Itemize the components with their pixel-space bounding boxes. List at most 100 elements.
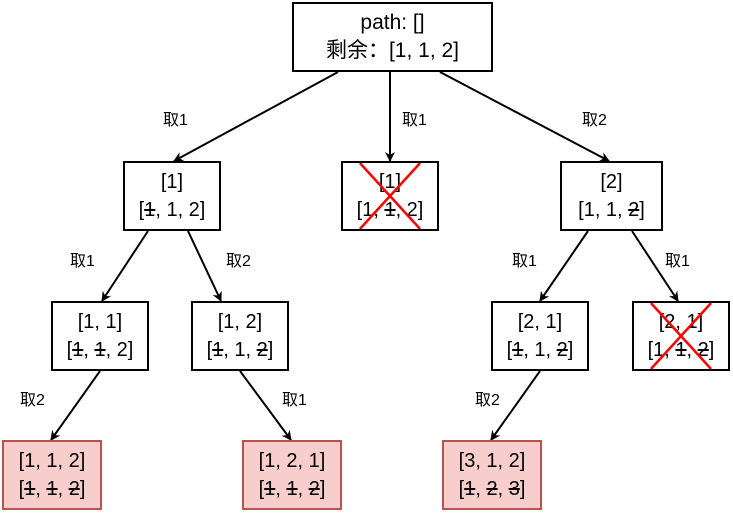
used-number: 2 [628, 199, 640, 221]
node-text: [1] [160, 171, 184, 193]
tree-node: [1, 1][1, 1, 2] [51, 301, 149, 371]
used-number: 1 [94, 339, 106, 361]
used-number: 1 [24, 478, 36, 500]
used-number: 1 [384, 199, 396, 221]
result-node: [3, 1, 2] [1, 2, 3] [442, 440, 542, 510]
node-text: ] [267, 339, 274, 361]
node-text: path: [] [360, 11, 425, 34]
tree-node: [1, 2][1, 1, 2] [191, 301, 289, 371]
node-text: [ [18, 478, 25, 500]
edge-label: 取1 [163, 111, 188, 131]
node-text: , 1, [523, 339, 557, 361]
used-number: 1 [675, 339, 687, 361]
used-number: 3 [508, 478, 520, 500]
node-text: ] [708, 339, 715, 361]
node-line-1: [1, 1] [78, 308, 122, 336]
node-text: [1, 2, 1] [258, 450, 326, 472]
edge-arrow [631, 230, 679, 302]
edge-label: 取1 [282, 391, 307, 411]
node-line-1: [2, 1] [518, 308, 562, 336]
node-line-1: [1, 1, 2] [19, 447, 86, 475]
node-text: [2, 1] [658, 311, 704, 333]
used-number: 2 [556, 339, 568, 361]
used-number: 1 [512, 339, 524, 361]
node-text: , [57, 478, 69, 500]
node-line-1: [2] [600, 168, 622, 196]
edge-arrow [490, 370, 541, 441]
tree-node: path: [] 剩余：[1, 1, 2] [292, 2, 493, 72]
edge-arrow [539, 230, 589, 302]
used-number: 1 [72, 339, 84, 361]
node-text: , 2] [395, 199, 424, 221]
edge-label: 取2 [226, 252, 251, 272]
edge-arrow [173, 71, 339, 162]
node-text: , 2] [105, 339, 134, 361]
node-line-2: [1, 2, 3] [459, 475, 526, 503]
tree-node: [2, 1][1, 1, 2] [491, 301, 589, 371]
pruned-node: [1][1, 1, 2] [341, 161, 439, 231]
edge-label: 取2 [582, 111, 607, 131]
node-text: ] [567, 339, 574, 361]
node-line-1: [1, 2] [218, 308, 262, 336]
node-text: [ [458, 478, 465, 500]
node-line-2: [1, 1, 2] [207, 336, 274, 364]
node-text: [1, [647, 339, 676, 361]
node-text: , 1, [223, 339, 257, 361]
node-text: , [497, 478, 509, 500]
used-number: 1 [286, 478, 298, 500]
node-line-1: [1, 2, 1] [259, 447, 326, 475]
tree-node: [1] [1, 1, 2] [123, 161, 221, 231]
node-text: [ [206, 339, 213, 361]
used-number: 2 [68, 478, 80, 500]
node-text: [1, 1, 2] [18, 450, 86, 472]
node-text: ] [639, 199, 645, 221]
edge-arrow [239, 370, 292, 441]
node-text: [1] [378, 171, 402, 193]
node-text: , [35, 478, 47, 500]
node-text: [2, 1] [517, 311, 563, 333]
used-number: 1 [144, 199, 156, 221]
node-text: , [275, 478, 287, 500]
node-text: , [83, 339, 95, 361]
node-text: , [297, 478, 309, 500]
node-text: [3, 1, 2] [458, 450, 526, 472]
result-node: [1, 2, 1] [1, 1, 2] [242, 440, 342, 510]
node-text: [1, 1, [578, 199, 629, 221]
node-line-1: [3, 1, 2] [459, 447, 526, 475]
node-text: [ [66, 339, 73, 361]
edge-label: 取2 [20, 391, 45, 411]
edge-arrow [187, 230, 222, 302]
node-text: ] [79, 478, 86, 500]
node-line-1: [1] [161, 168, 183, 196]
node-text: [ [258, 478, 265, 500]
node-line-2: [1, 1, 2] [19, 475, 86, 503]
node-line-2: [1, 1, 2] [578, 196, 645, 224]
node-text: [2] [600, 171, 623, 193]
edge-label: 取1 [665, 252, 690, 272]
used-number: 2 [256, 339, 268, 361]
node-text: [1, 1] [77, 311, 123, 333]
node-text: [1, 2] [217, 311, 263, 333]
node-line-2: [1, 1, 2] [139, 196, 206, 224]
pruned-node: [2, 1] [1, 1, 2] [632, 301, 730, 371]
node-text: 剩余：[1, 1, 2] [325, 39, 460, 62]
edge-arrow [101, 230, 149, 302]
used-number: 1 [46, 478, 58, 500]
node-text: ] [319, 478, 326, 500]
node-line-2: [1, 1, 2] [507, 336, 574, 364]
node-text: , [475, 478, 487, 500]
node-text: [ [506, 339, 513, 361]
node-line-1: [2, 1] [659, 308, 703, 336]
node-line-1: path: [] [360, 9, 424, 37]
used-number: 1 [264, 478, 276, 500]
used-number: 2 [697, 339, 709, 361]
used-number: 1 [464, 478, 476, 500]
node-line-2: [1, 1, 2] [259, 475, 326, 503]
node-line-1: [1] [379, 168, 401, 196]
node-line-2: [1, 1, 2] [67, 336, 134, 364]
used-number: 1 [212, 339, 224, 361]
node-text: , [686, 339, 698, 361]
edge-label: 取1 [70, 252, 95, 272]
